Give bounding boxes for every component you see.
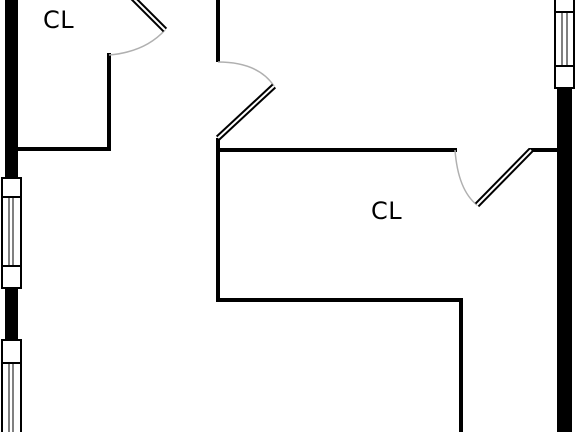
exterior-wall-right [557,88,572,432]
window-right [554,0,575,89]
door-closet-center-right [454,147,534,208]
window-left-upper [1,177,22,289]
exterior-wall-left [5,0,18,340]
window-left-lower [1,339,22,432]
door-closet-top-left [108,0,168,56]
interior-walls [16,0,559,432]
room-label-closet-center-right: CL [371,197,403,225]
door-hall [215,61,277,141]
room-label-closet-top-left: CL [43,6,75,34]
